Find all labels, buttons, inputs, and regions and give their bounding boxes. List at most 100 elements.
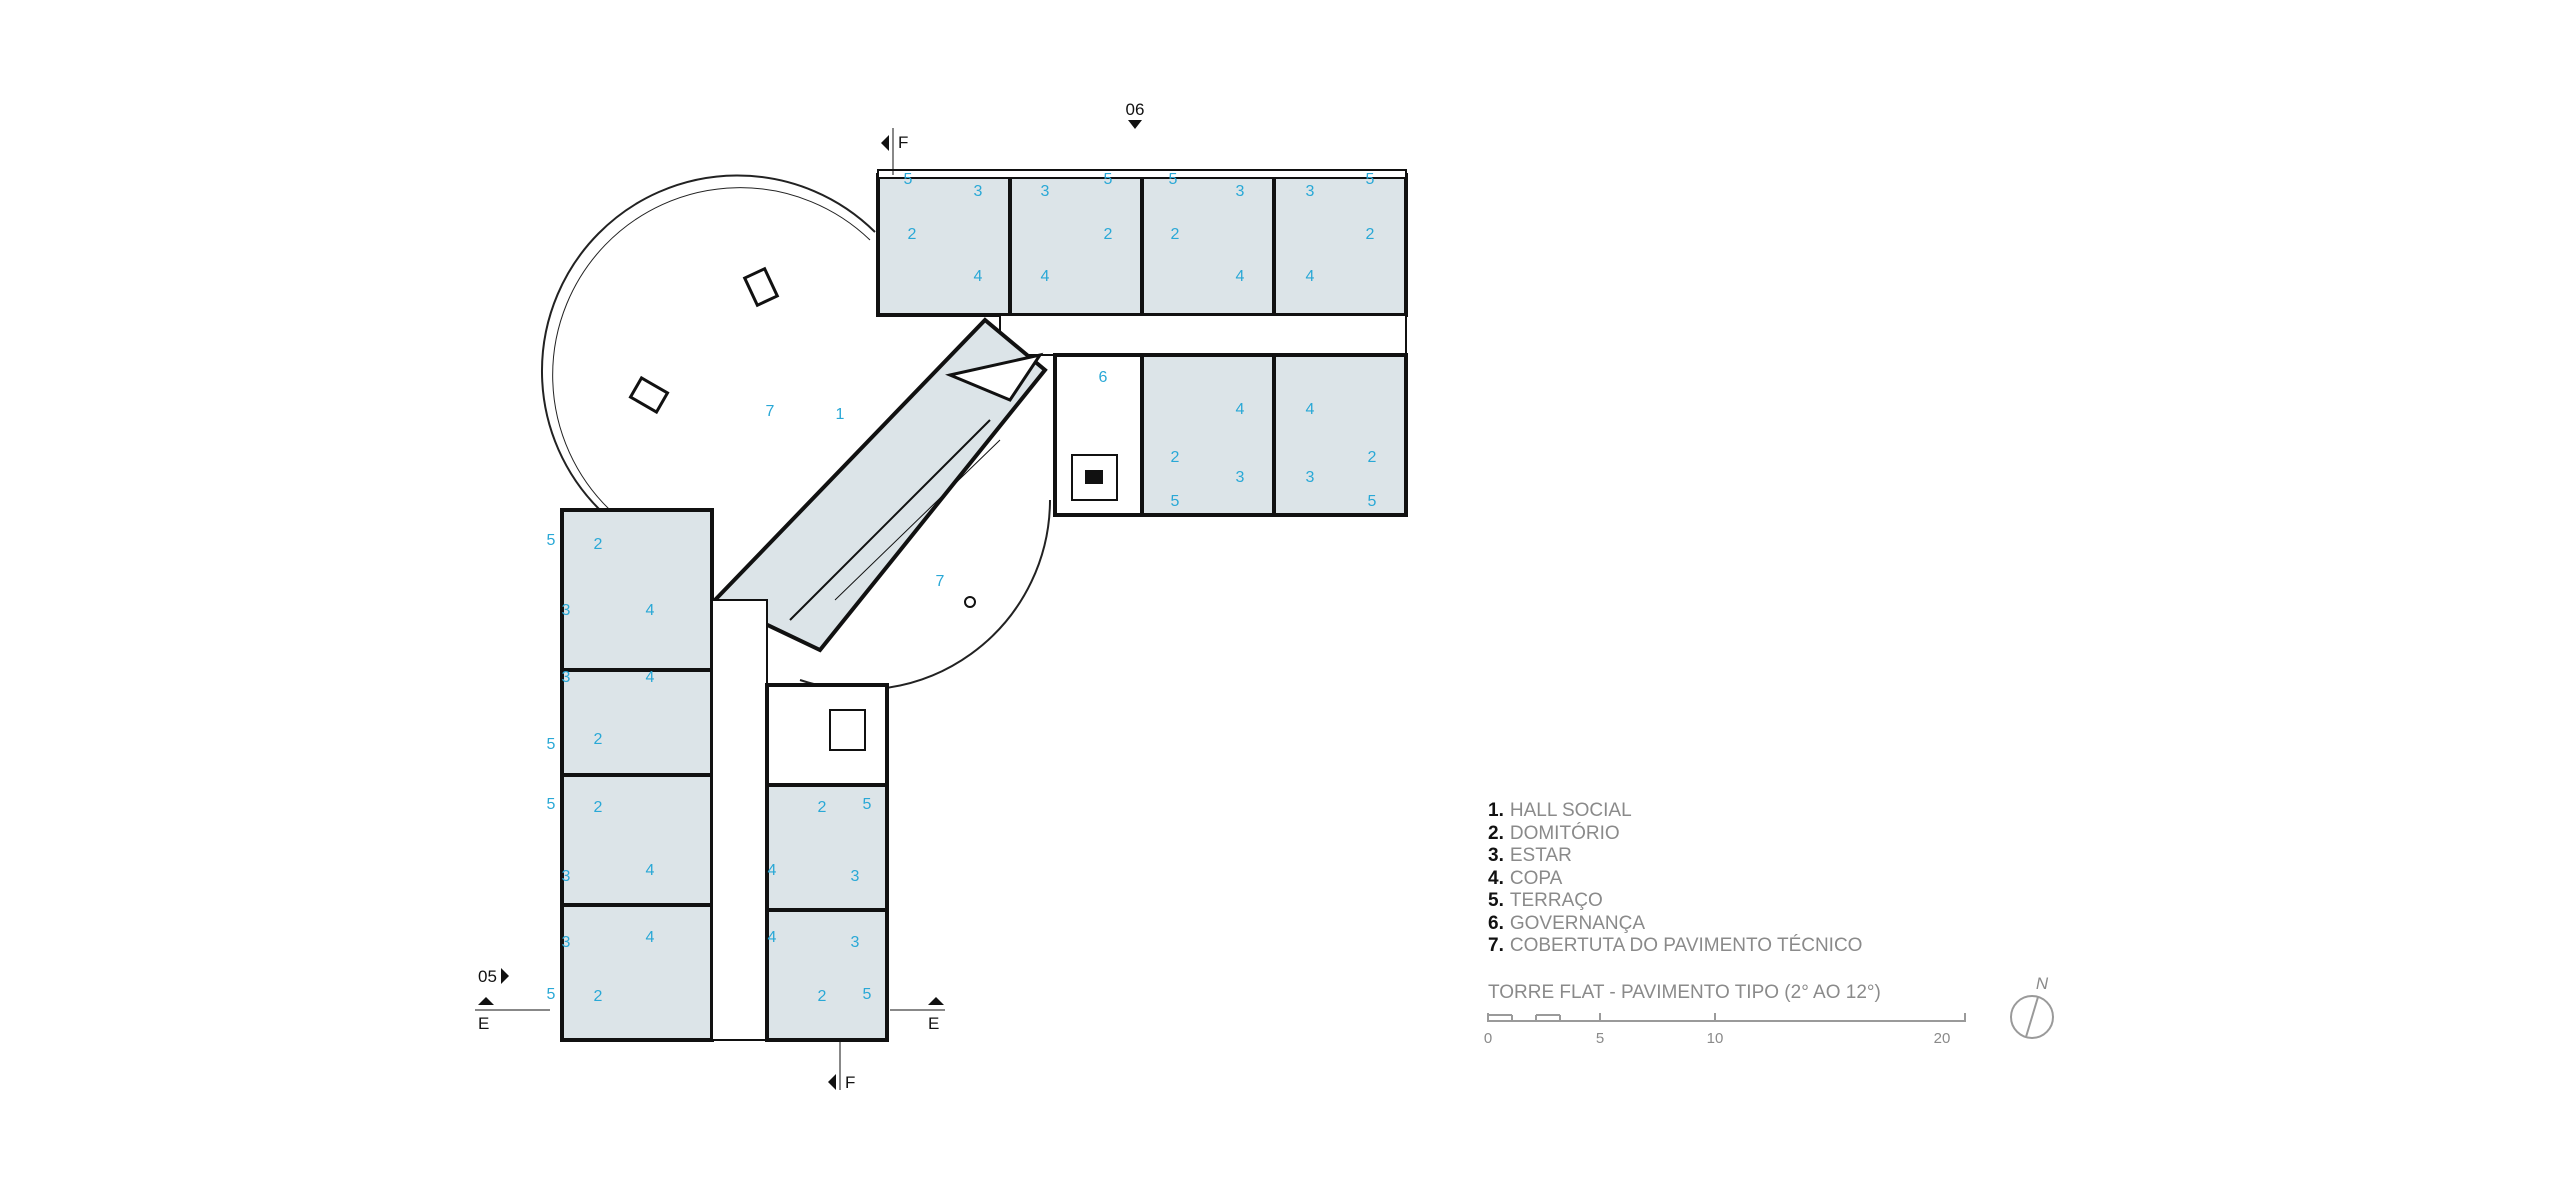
scale-tick-5: 5 (1596, 1030, 1604, 1047)
room-label-hall: 1 (836, 406, 845, 423)
section-marker-f: F (898, 133, 908, 152)
room-label-terraco: 5 (1169, 171, 1178, 188)
room-label-dormitorio: 2 (908, 226, 917, 243)
room-label-estar: 3 (1236, 469, 1245, 486)
room-label-estar: 3 (562, 669, 571, 686)
elevation-arrow-icon (501, 968, 509, 984)
room-label-copa: 4 (646, 862, 655, 879)
room-label-copa: 4 (646, 669, 655, 686)
room-label-copa: 4 (768, 929, 777, 946)
room-label-terraco: 5 (1104, 171, 1113, 188)
room-label-copa: 4 (1041, 268, 1050, 285)
diagonal-hall (711, 317, 1048, 653)
roof-skylight (742, 266, 780, 308)
room-label-estar: 3 (851, 868, 860, 885)
legend-number: 5. (1488, 890, 1504, 911)
legend-item: 2.DOMITÓRIO (1488, 823, 1862, 846)
room-label-estar: 3 (1236, 183, 1245, 200)
legend-item: 6.GOVERNANÇA (1488, 913, 1862, 936)
section-marker-e: E (928, 1014, 939, 1033)
room-label-terraco: 5 (863, 986, 872, 1003)
room-label-copa: 4 (1236, 268, 1245, 285)
room-label-dormitorio: 2 (1171, 226, 1180, 243)
legend-number: 4. (1488, 867, 1504, 889)
room-label-dormitorio: 2 (818, 799, 827, 816)
room-label-estar: 3 (851, 934, 860, 951)
room-labels: 1 7 7 6 5 3 2 4 3 5 2 4 5 3 2 4 3 5 2 4 … (547, 171, 1377, 1005)
room-label-terraco: 5 (547, 532, 556, 549)
room-label-governanca: 6 (1099, 369, 1108, 386)
room-label-estar: 3 (562, 868, 571, 885)
section-arrow-icon (881, 135, 889, 151)
wing-north-lower (999, 314, 1408, 517)
room-label-terraco: 5 (547, 736, 556, 753)
legend-item: 7.COBERTUTA DO PAVIMENTO TÉCNICO (1488, 935, 1862, 958)
room-label-dormitorio: 2 (1368, 449, 1377, 466)
elevation-marker-05: 05 (478, 967, 497, 986)
legend-number: 3. (1488, 845, 1504, 866)
legend-label: COPA (1509, 867, 1563, 889)
legend-label: DOMITÓRIO (1509, 822, 1620, 844)
room-label-copa: 4 (768, 862, 777, 879)
room-label-dormitorio: 2 (594, 799, 603, 816)
drain-marker (964, 596, 976, 608)
elevation-arrow-icon (1128, 120, 1142, 129)
section-arrow-icon (478, 997, 494, 1005)
scale-tick-10: 10 (1707, 1030, 1724, 1047)
room-label-copa: 4 (1306, 401, 1315, 418)
room-label-terraco: 5 (547, 986, 556, 1003)
room-label-terraco: 5 (1171, 493, 1180, 510)
legend-label: ESTAR (1509, 845, 1572, 866)
room-label-copa: 4 (1306, 268, 1315, 285)
room-label-estar: 3 (1041, 183, 1050, 200)
north-label: N (2036, 974, 2049, 993)
room-label-dormitorio: 2 (1366, 226, 1375, 243)
section-arrow-icon (828, 1074, 836, 1090)
room-label-copa: 4 (974, 268, 983, 285)
section-marker-f: F (845, 1073, 855, 1092)
room-label-copa: 4 (646, 602, 655, 619)
room-label-estar: 3 (562, 602, 571, 619)
legend: 1.HALL SOCIAL 2.DOMITÓRIO 3.ESTAR 4.COPA… (1488, 800, 1862, 958)
plan-title: TORRE FLAT - PAVIMENTO TIPO (2° AO 12°) (1488, 982, 1881, 1003)
room-label-roof: 7 (766, 403, 775, 420)
scale-tick-20: 20 (1934, 1030, 1951, 1047)
graphic-scale: 0 5 10 20 (1484, 1013, 1966, 1047)
room-label-roof: 7 (936, 573, 945, 590)
wing-north-upper (876, 169, 1408, 317)
room-label-dormitorio: 2 (818, 988, 827, 1005)
room-label-estar: 3 (1306, 183, 1315, 200)
room-label-terraco: 5 (1366, 171, 1375, 188)
legend-number: 6. (1488, 912, 1504, 934)
section-marker-e: E (478, 1014, 489, 1033)
room-label-copa: 4 (1236, 401, 1245, 418)
technical-roof-arc-north (541, 174, 876, 511)
wing-south-left (560, 508, 714, 1042)
legend-label: TERRAÇO (1509, 890, 1603, 911)
room-label-terraco: 5 (1368, 493, 1377, 510)
room-label-terraco: 5 (547, 796, 556, 813)
room-label-dormitorio: 2 (1104, 226, 1113, 243)
legend-label: COBERTUTA DO PAVIMENTO TÉCNICO (1509, 935, 1863, 956)
room-label-copa: 4 (646, 929, 655, 946)
room-label-terraco: 5 (904, 171, 913, 188)
legend-item: 3.ESTAR (1488, 845, 1862, 868)
legend-number: 2. (1488, 822, 1504, 844)
legend-number: 1. (1488, 800, 1504, 821)
wing-south-right (711, 599, 889, 1042)
room-label-estar: 3 (562, 934, 571, 951)
elevation-marker-06: 06 (1126, 100, 1145, 119)
legend-item: 4.COPA (1488, 868, 1862, 891)
room-label-dormitorio: 2 (594, 731, 603, 748)
room-label-estar: 3 (1306, 469, 1315, 486)
scale-tick-0: 0 (1484, 1030, 1492, 1047)
legend-item: 1.HALL SOCIAL (1488, 800, 1862, 823)
legend-label: HALL SOCIAL (1509, 800, 1632, 821)
legend-label: GOVERNANÇA (1509, 912, 1645, 934)
room-label-dormitorio: 2 (594, 988, 603, 1005)
roof-skylight (628, 375, 670, 415)
north-arrow-icon: N (2010, 974, 2054, 1039)
room-label-estar: 3 (974, 183, 983, 200)
legend-item: 5.TERRAÇO (1488, 890, 1862, 913)
